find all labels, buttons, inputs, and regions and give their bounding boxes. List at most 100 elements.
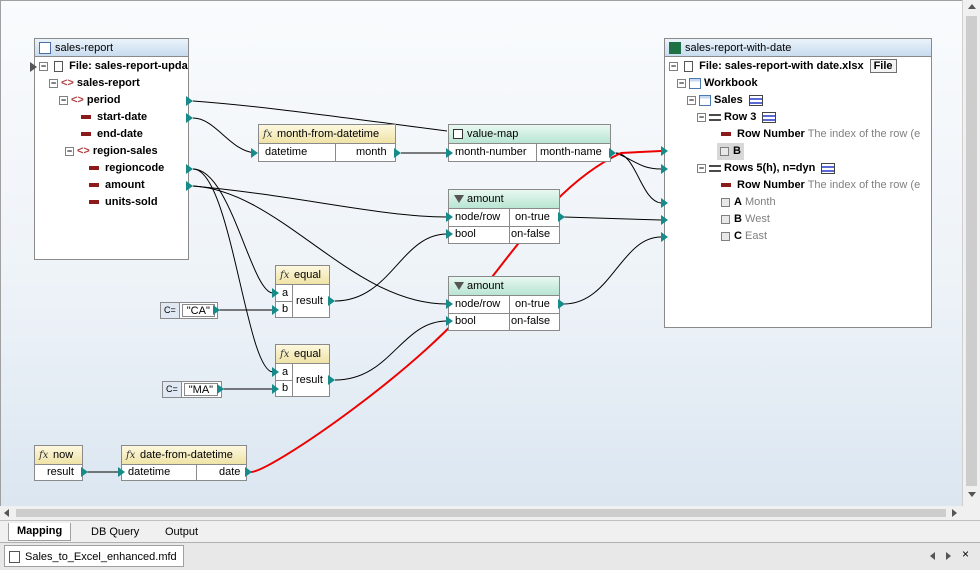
vertical-scrollbar[interactable] bbox=[962, 0, 980, 506]
constant-value[interactable]: "MA" bbox=[183, 383, 219, 396]
collapse-icon[interactable]: − bbox=[39, 60, 48, 71]
node-rows5[interactable]: −Rows 5(h), n=dyn bbox=[697, 160, 836, 177]
filter-amount-1[interactable]: amount node/row bool on-true on-false bbox=[448, 189, 560, 244]
pin-regioncode-out[interactable] bbox=[186, 164, 193, 174]
pin-target-west-in[interactable] bbox=[661, 215, 668, 225]
mapping-canvas[interactable]: sales-report − File: sales-report-upda −… bbox=[0, 0, 962, 506]
pin-ca-out[interactable] bbox=[213, 305, 220, 315]
node-regioncode[interactable]: regioncode bbox=[89, 160, 164, 177]
node-row-number-2[interactable]: Row Number The index of the row (e bbox=[721, 177, 920, 194]
pin-eq2-b-in[interactable] bbox=[272, 384, 279, 394]
collapse-icon[interactable]: − bbox=[697, 111, 706, 122]
settings-icon[interactable] bbox=[748, 94, 763, 106]
pin-target-b-in[interactable] bbox=[661, 146, 668, 156]
pin-f2-true-out[interactable] bbox=[558, 299, 565, 309]
pin-month-name-out[interactable] bbox=[609, 148, 616, 158]
document-tab[interactable]: Sales_to_Excel_enhanced.mfd bbox=[4, 545, 184, 567]
node-workbook[interactable]: −Workbook bbox=[677, 77, 758, 89]
pin-f1-node-in[interactable] bbox=[446, 212, 453, 222]
function-value-map[interactable]: value-map month-number month-name bbox=[448, 124, 611, 162]
constant-value[interactable]: "CA" bbox=[181, 304, 215, 317]
node-sales-report[interactable]: −<>sales-report bbox=[49, 77, 140, 89]
scroll-thumb[interactable] bbox=[16, 509, 946, 517]
pin-now-out[interactable] bbox=[81, 467, 88, 477]
node-start-date[interactable]: start-date bbox=[81, 109, 147, 126]
pin-date-out[interactable] bbox=[245, 467, 252, 477]
settings-icon[interactable] bbox=[762, 111, 777, 123]
pin-f2-bool-in[interactable] bbox=[446, 316, 453, 326]
target-component[interactable]: sales-report-with-date − File: sales-rep… bbox=[664, 38, 932, 328]
node-units-sold[interactable]: units-sold bbox=[89, 194, 158, 211]
horizontal-scrollbar[interactable] bbox=[0, 506, 962, 520]
scroll-down-icon[interactable] bbox=[968, 492, 976, 497]
pin-ma-out[interactable] bbox=[217, 384, 224, 394]
pin-eq1-b-in[interactable] bbox=[272, 305, 279, 315]
tab-db-query[interactable]: DB Query bbox=[91, 526, 140, 538]
pin-f1-bool-in[interactable] bbox=[446, 229, 453, 239]
filter-header[interactable]: amount bbox=[449, 190, 559, 209]
collapse-icon[interactable]: − bbox=[687, 94, 696, 105]
pin-eq1-out[interactable] bbox=[328, 296, 335, 306]
pin-eq2-out[interactable] bbox=[328, 375, 335, 385]
pin-start-date-out[interactable] bbox=[186, 113, 193, 123]
pin-target-east-in[interactable] bbox=[661, 232, 668, 242]
pin-period-out[interactable] bbox=[186, 96, 193, 106]
collapse-icon[interactable]: − bbox=[65, 145, 74, 156]
constant-ca[interactable]: C="CA" bbox=[160, 302, 218, 319]
node-col-b-selected[interactable]: B bbox=[717, 143, 744, 160]
pin-eq1-a-in[interactable] bbox=[272, 288, 279, 298]
node-region-sales[interactable]: −<>region-sales bbox=[65, 145, 158, 157]
tab-mapping[interactable]: Mapping bbox=[8, 523, 72, 541]
function-header[interactable]: value-map bbox=[449, 125, 610, 144]
pin-month-number-in[interactable] bbox=[446, 148, 453, 158]
pin-f2-node-in[interactable] bbox=[446, 299, 453, 309]
pin-date-in[interactable] bbox=[118, 467, 125, 477]
pin-datetime-in[interactable] bbox=[251, 148, 258, 158]
filter-amount-2[interactable]: amount node/row bool on-true on-false bbox=[448, 276, 560, 331]
pin-target-month-in[interactable] bbox=[661, 198, 668, 208]
scroll-thumb[interactable] bbox=[966, 16, 977, 486]
scroll-up-icon[interactable] bbox=[968, 4, 976, 9]
collapse-icon[interactable]: − bbox=[697, 162, 706, 173]
node-end-date[interactable]: end-date bbox=[81, 126, 143, 143]
next-tab-icon[interactable] bbox=[946, 552, 951, 560]
node-period[interactable]: −<>period bbox=[59, 94, 121, 106]
pin-month-out[interactable] bbox=[394, 148, 401, 158]
filter-header[interactable]: amount bbox=[449, 277, 559, 296]
settings-icon[interactable] bbox=[821, 162, 836, 174]
collapse-icon[interactable]: − bbox=[677, 77, 686, 88]
file-button[interactable]: File bbox=[869, 59, 897, 73]
node-col-c[interactable]: C East bbox=[721, 228, 767, 245]
scroll-left-icon[interactable] bbox=[4, 509, 9, 517]
source-component[interactable]: sales-report − File: sales-report-upda −… bbox=[34, 38, 189, 260]
prev-tab-icon[interactable] bbox=[930, 552, 935, 560]
node-sales-sheet[interactable]: −Sales bbox=[687, 92, 763, 109]
target-header[interactable]: sales-report-with-date bbox=[665, 39, 931, 57]
source-header[interactable]: sales-report bbox=[35, 39, 188, 57]
source-in-pin[interactable] bbox=[30, 62, 37, 72]
pin-target-rows-in[interactable] bbox=[661, 164, 668, 174]
scroll-right-icon[interactable] bbox=[952, 509, 957, 517]
source-file-row[interactable]: − File: sales-report-upda bbox=[39, 60, 188, 72]
node-amount[interactable]: amount bbox=[89, 177, 145, 194]
pin-eq2-a-in[interactable] bbox=[272, 367, 279, 377]
node-col-b[interactable]: B West bbox=[721, 211, 770, 228]
collapse-icon[interactable]: − bbox=[59, 94, 68, 105]
node-row3[interactable]: −Row 3 bbox=[697, 109, 777, 126]
pin-f1-true-out[interactable] bbox=[558, 212, 565, 222]
node-col-a[interactable]: A Month bbox=[721, 194, 776, 211]
collapse-icon[interactable]: − bbox=[49, 77, 58, 88]
collapse-icon[interactable]: − bbox=[669, 60, 678, 71]
tab-output[interactable]: Output bbox=[165, 526, 199, 538]
